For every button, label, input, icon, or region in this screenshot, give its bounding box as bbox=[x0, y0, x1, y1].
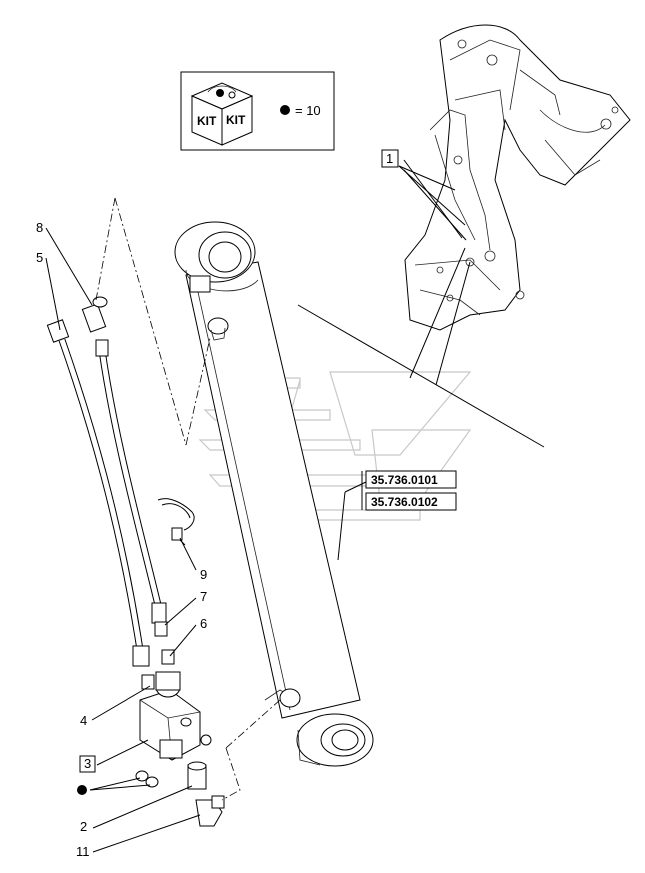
reference-2-text: 35.736.0102 bbox=[371, 495, 438, 509]
kit-item-bullet-icon bbox=[77, 785, 87, 795]
callout-3: 3 bbox=[79, 755, 96, 773]
kit-legend-box: KIT KIT = 10 bbox=[180, 71, 335, 151]
kit-quantity-text: = 10 bbox=[295, 103, 321, 118]
adapter-4 bbox=[141, 674, 155, 690]
assembly-lines bbox=[95, 197, 281, 801]
hydraulic-tube-5 bbox=[46, 319, 150, 667]
hydraulic-cylinder bbox=[174, 221, 374, 767]
elbow-fitting-8 bbox=[81, 296, 108, 333]
adapter-2 bbox=[187, 761, 207, 790]
callout-6-text: 6 bbox=[200, 616, 207, 631]
hydraulic-tube-7 bbox=[95, 339, 168, 637]
callout-9-text: 9 bbox=[200, 567, 207, 582]
adapter-6 bbox=[161, 649, 175, 665]
kit-box-icon: KIT KIT bbox=[190, 82, 254, 146]
elbow-fitting-11 bbox=[195, 795, 225, 827]
callout-4-text: 4 bbox=[80, 713, 87, 728]
sensor-wire-9 bbox=[157, 498, 195, 541]
backhoe-boom-drawing bbox=[404, 24, 631, 331]
callout-3-text: 3 bbox=[84, 756, 91, 771]
callout-8-text: 8 bbox=[36, 220, 43, 235]
leader-lines bbox=[45, 165, 466, 853]
callout-2-text: 2 bbox=[80, 819, 87, 834]
callout-11-text: 11 bbox=[76, 844, 90, 859]
callout-1: 1 bbox=[381, 149, 399, 168]
kit-label-left: KIT bbox=[197, 114, 217, 128]
reference-box-1: 35.736.0101 bbox=[365, 470, 457, 489]
callout-1-text: 1 bbox=[386, 151, 393, 166]
kit-bullet-icon bbox=[280, 105, 290, 115]
kit-label-right: KIT bbox=[226, 113, 246, 127]
callout-5-text: 5 bbox=[36, 250, 43, 265]
section-lines bbox=[297, 159, 545, 448]
reference-box-2: 35.736.0102 bbox=[365, 492, 457, 511]
valve-block-3 bbox=[139, 671, 212, 761]
o-rings bbox=[135, 770, 159, 788]
reference-1-text: 35.736.0101 bbox=[371, 473, 438, 487]
callout-7-text: 7 bbox=[200, 589, 207, 604]
